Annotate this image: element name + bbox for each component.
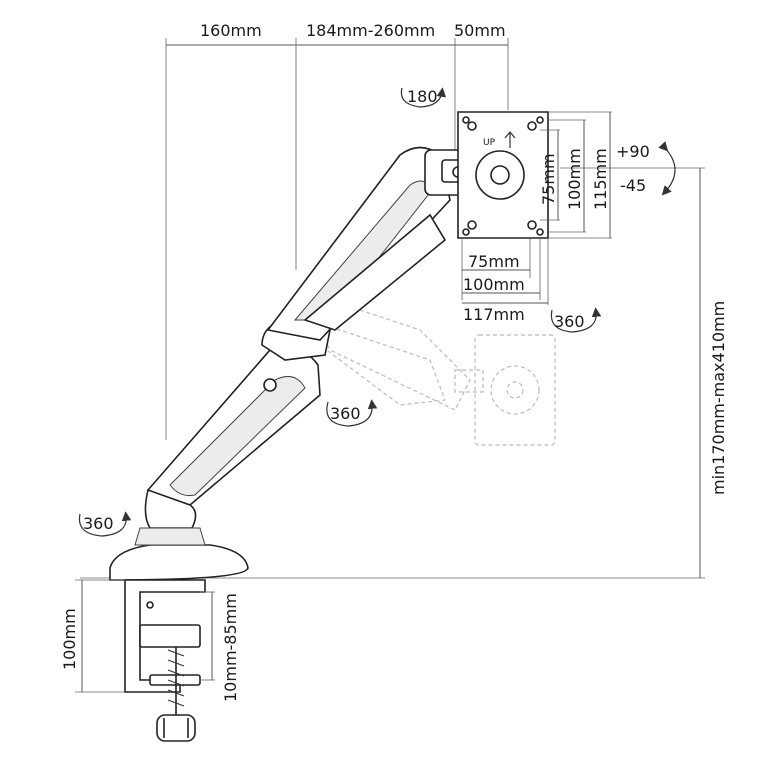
c-clamp [124, 579, 206, 742]
rotation-elbow-label: 360 [330, 404, 361, 423]
clamp-height-label: 100mm [60, 608, 79, 670]
vesa-h-117-label: 117mm [463, 305, 525, 324]
vesa-vertical-dimensions [540, 111, 612, 239]
tilt-indicator [658, 141, 676, 196]
vesa-v-100-label: 100mm [565, 148, 584, 210]
rotation-indicator-elbow [326, 399, 378, 427]
vesa-v-75-label: 75mm [539, 153, 558, 205]
vesa-h-100-label: 100mm [463, 275, 525, 294]
dim-label-height-range: min170mm-max410mm [709, 301, 728, 495]
rotation-top-label: 180 [407, 87, 438, 106]
tilt-up-label: +90 [616, 142, 650, 161]
rotation-indicator-top [400, 87, 447, 108]
rotation-plate-label: 360 [554, 312, 585, 331]
top-dimension-lines [165, 38, 509, 440]
base-mount [109, 488, 249, 581]
dim-label-184-260: 184mm-260mm [306, 21, 435, 40]
clamp-range-label: 10mm-85mm [221, 593, 240, 702]
tilt-down-label: -45 [620, 176, 646, 195]
vesa-h-75-label: 75mm [468, 252, 520, 271]
dim-label-50: 50mm [454, 21, 506, 40]
vesa-horizontal-dimensions [461, 238, 549, 305]
clamp-dimensions [75, 579, 215, 693]
vesa-v-115-label: 115mm [591, 148, 610, 210]
rotation-base-label: 360 [83, 514, 114, 533]
vesa-plate [457, 111, 549, 239]
rotation-indicator-plate [550, 307, 602, 333]
dim-label-160: 160mm [200, 21, 262, 40]
upper-arm [266, 146, 451, 341]
plate-up-marking: UP [483, 138, 496, 148]
lower-arm [146, 346, 321, 507]
rotation-indicator-base [78, 511, 132, 537]
